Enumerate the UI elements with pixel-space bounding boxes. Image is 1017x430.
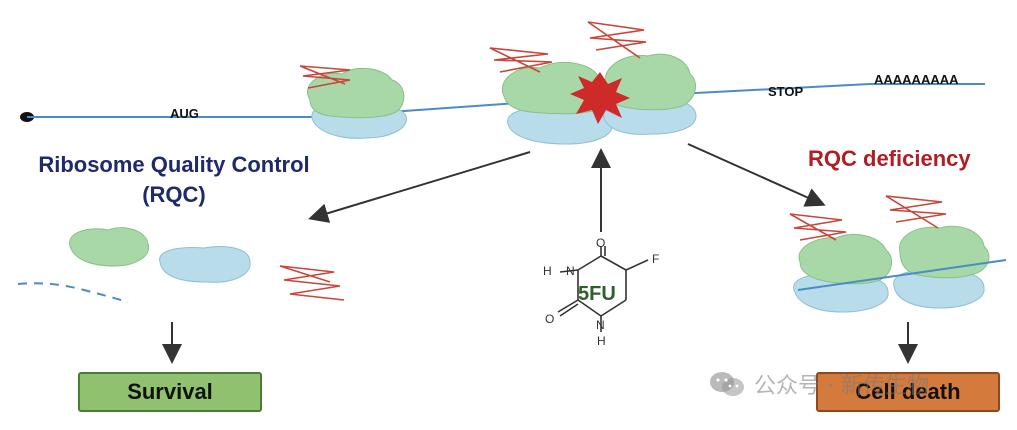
ribosome-translating xyxy=(299,65,407,139)
bond xyxy=(625,259,649,271)
survival-box: Survival xyxy=(78,372,262,412)
bond xyxy=(559,269,579,273)
atom-n-top: N xyxy=(566,264,575,278)
watermark-text: 公众号 · 新传生物 xyxy=(754,374,929,399)
nascent-peptide-2 xyxy=(587,21,647,59)
stalled-mrna xyxy=(797,259,1007,291)
watermark: 公众号 · 新传生物 xyxy=(708,368,929,400)
wechat-icon xyxy=(710,372,744,396)
arrow-to-rqc xyxy=(308,151,531,223)
bond xyxy=(577,255,602,271)
collided-ribosomes xyxy=(489,21,697,145)
atom-h-top: H xyxy=(543,264,552,278)
nascent-peptide-2 xyxy=(885,195,947,229)
5fu-molecule xyxy=(557,246,649,332)
atom-f: F xyxy=(652,252,660,266)
rqc-title-line1: Ribosome Quality Control xyxy=(38,152,310,177)
polya-tail-label: AAAAAAAAA xyxy=(874,72,959,87)
large-subunit xyxy=(69,227,150,267)
large-subunit-1 xyxy=(798,234,893,285)
bond xyxy=(600,299,627,317)
rqc-title-line2: (RQC) xyxy=(142,182,206,207)
survival-label: Survival xyxy=(127,379,213,404)
collision-star-icon xyxy=(570,72,630,124)
bond xyxy=(600,255,627,271)
stalled-ribosomes xyxy=(789,195,1007,313)
degraded-mrna xyxy=(17,282,129,303)
nascent-peptide-1 xyxy=(789,213,847,241)
atom-o-top: O xyxy=(596,236,606,250)
cell-death-box: Cell death xyxy=(816,372,1000,412)
bond xyxy=(559,303,579,317)
large-subunit-2 xyxy=(899,225,990,279)
stop-codon-label: STOP xyxy=(768,84,804,99)
small-subunit xyxy=(159,246,251,283)
dissociated-ribosome xyxy=(17,227,345,303)
nascent-peptide xyxy=(299,65,351,89)
rqc-deficiency-title: RQC deficiency xyxy=(808,146,971,171)
atom-n-bottom: N xyxy=(596,318,605,332)
cell-death-label: Cell death xyxy=(855,379,961,404)
atom-h-bottom: H xyxy=(597,334,606,348)
large-subunit xyxy=(307,67,405,119)
arrow-to-rqc-deficiency xyxy=(687,143,826,207)
nascent-peptide-1 xyxy=(489,47,553,73)
start-codon-label: AUG xyxy=(170,106,199,121)
rqc-title: Ribosome Quality Control (RQC) xyxy=(14,150,334,210)
bond xyxy=(577,299,602,317)
bond xyxy=(557,299,579,313)
atom-o-bottom: O xyxy=(545,312,555,326)
released-peptide xyxy=(279,265,345,301)
drug-label: 5FU xyxy=(578,283,616,305)
